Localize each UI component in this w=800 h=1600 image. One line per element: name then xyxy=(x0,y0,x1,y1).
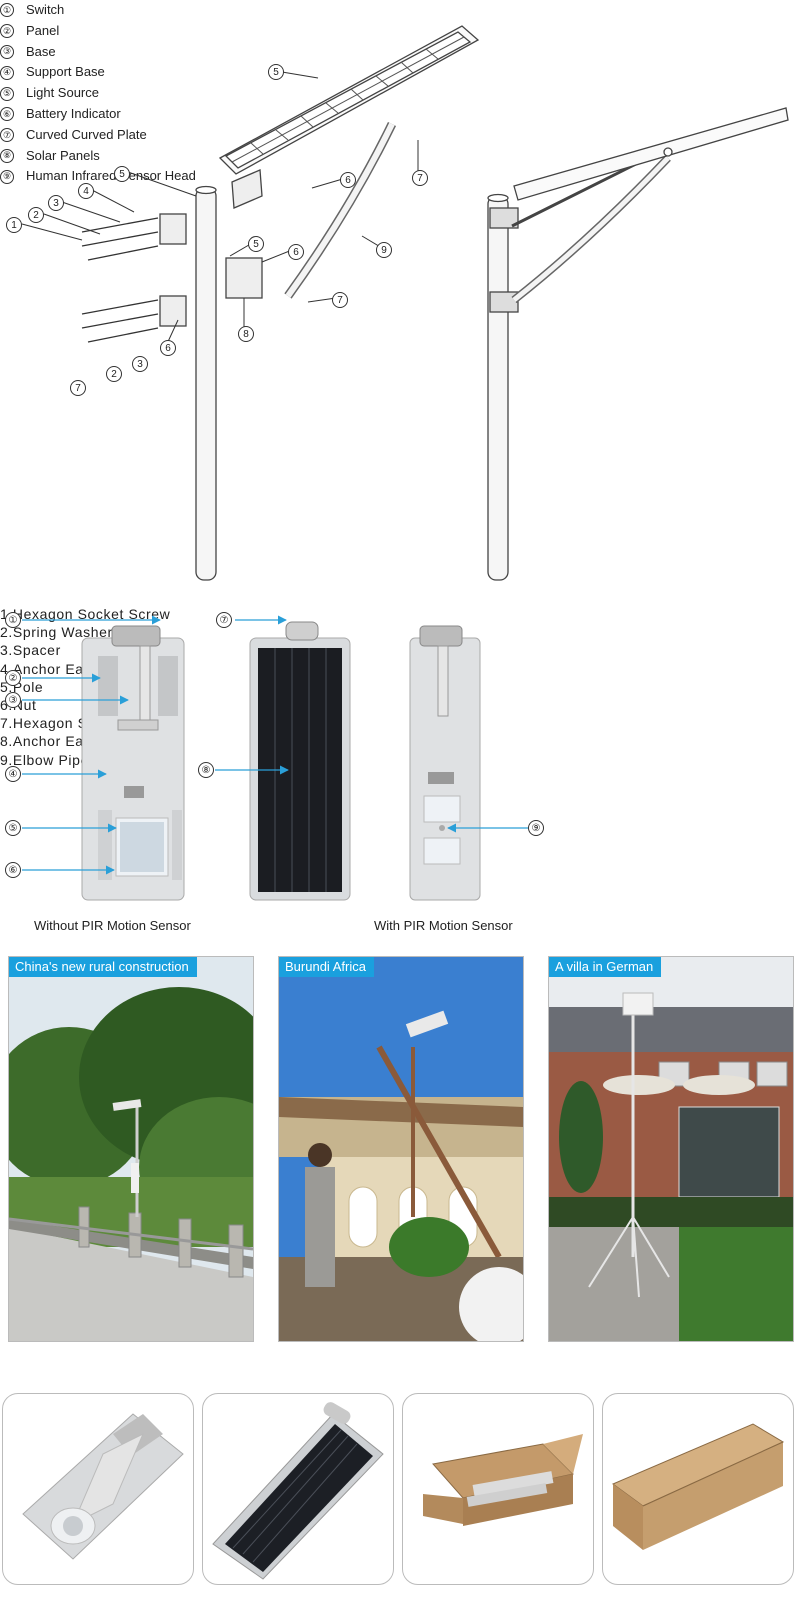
photo-burundi: Burundi Africa xyxy=(278,956,524,1342)
callout-3: 3 xyxy=(132,356,148,372)
thumb-box-closed-image xyxy=(611,1423,785,1550)
lamp-callout-4: ④ xyxy=(5,766,21,782)
component-num: ⑧ xyxy=(0,148,14,163)
component-item: ① Switch xyxy=(0,0,800,21)
thumb-lamp-back xyxy=(2,1393,194,1585)
callout-9: 9 xyxy=(376,242,392,258)
thumb-lamp-back-image xyxy=(22,1413,184,1560)
component-label: Support Base xyxy=(26,64,105,80)
component-item: ⑦ Curved Curved Plate xyxy=(0,125,800,146)
component-num: ② xyxy=(0,24,14,39)
photo-china-image xyxy=(9,957,253,1341)
component-item: ③ Base xyxy=(0,42,800,63)
exploded-drawing xyxy=(21,25,789,581)
lamp-callout-2: ② xyxy=(5,670,21,686)
callout-4: 4 xyxy=(78,183,94,199)
exploded-view: 5 5 4 3 2 1 6 6 5 9 7 7 8 6 3 2 7 1.Hexa… xyxy=(0,0,800,768)
part-item: 8.Anchor Ear2 xyxy=(0,733,98,750)
callout-5: 5 xyxy=(114,166,130,182)
callout-7: 7 xyxy=(412,170,428,186)
lamp-views: ① ② ③ ④ ⑤ ⑥ ⑦ ⑧ ⑨ Without PIR Motion Sen… xyxy=(0,600,800,940)
part-item: 3.Spacer xyxy=(0,642,61,659)
component-item: ⑤ Light Source xyxy=(0,83,800,104)
component-item: ⑧ Solar Panels xyxy=(0,146,800,167)
component-num: ⑤ xyxy=(0,86,14,101)
part-item: 1.Hexagon Socket Screw xyxy=(0,606,171,622)
photo-china: China's new rural construction xyxy=(8,956,254,1342)
component-item: ⑥ Battery Indicator xyxy=(0,104,800,125)
photo-tag: A villa in German xyxy=(549,957,662,977)
thumb-box-open-image xyxy=(423,1434,583,1526)
callout-8: 8 xyxy=(238,326,254,342)
components-legend: ① Switch ② Panel ③ Base ④ Support Base ⑤ Ligh… xyxy=(0,0,800,187)
callout-6: 6 xyxy=(340,172,356,188)
callout-7: 7 xyxy=(70,380,86,396)
component-label: Solar Panels xyxy=(26,147,100,163)
callout-7: 7 xyxy=(332,292,348,308)
lamp-callout-1: ① xyxy=(5,612,21,628)
part-item: 9.Elbow Pipe xyxy=(0,751,89,768)
component-label: Panel xyxy=(26,22,60,38)
component-num: ① xyxy=(0,3,14,18)
callout-3: 3 xyxy=(48,195,64,211)
photo-germany: A villa in German xyxy=(548,956,794,1342)
thumb-box-open xyxy=(402,1393,594,1585)
component-num: ③ xyxy=(0,44,14,59)
lamp-callout-6: ⑥ xyxy=(5,862,21,878)
caption-with-pir: With PIR Motion Sensor xyxy=(374,918,513,933)
component-num: ④ xyxy=(0,65,14,80)
callout-2: 2 xyxy=(106,366,122,382)
thumb-lamp-solar-image xyxy=(212,1402,384,1580)
component-num: ⑥ xyxy=(0,107,14,122)
callout-1: 1 xyxy=(6,217,22,233)
callout-5: 5 xyxy=(248,236,264,252)
component-label: Human Infrared Sensor Head xyxy=(26,168,196,184)
callout-5: 5 xyxy=(268,64,284,80)
component-num: ⑨ xyxy=(0,169,14,184)
lamp-callout-9: ⑨ xyxy=(528,820,544,836)
part-item: 2.Spring Washer xyxy=(0,624,113,641)
lamp-drawing xyxy=(22,615,528,901)
component-item: ② Panel xyxy=(0,21,800,42)
parts-legend: 1.Hexagon Socket Screw 2.Spring Washer 3… xyxy=(0,605,800,769)
component-label: Light Source xyxy=(26,85,99,101)
component-label: Battery Indicator xyxy=(26,105,121,121)
photo-tag: China's new rural construction xyxy=(9,957,197,977)
lamp-callout-8: ⑧ xyxy=(198,762,214,778)
callout-6: 6 xyxy=(160,340,176,356)
component-label: Base xyxy=(26,43,56,59)
photo-burundi-image xyxy=(279,957,523,1341)
photo-tag: Burundi Africa xyxy=(279,957,374,977)
lamp-callout-3: ③ xyxy=(5,692,21,708)
lamp-callout-7: ⑦ xyxy=(216,612,232,628)
lamp-callout-5: ⑤ xyxy=(5,820,21,836)
component-label: Curved Curved Plate xyxy=(26,126,147,142)
thumb-lamp-solar xyxy=(202,1393,394,1585)
thumb-box-closed xyxy=(602,1393,794,1585)
caption-without-pir: Without PIR Motion Sensor xyxy=(34,918,191,933)
component-label: Switch xyxy=(26,2,65,17)
callout-2: 2 xyxy=(28,207,44,223)
callout-6: 6 xyxy=(288,244,304,260)
component-num: ⑦ xyxy=(0,128,14,143)
part-item: 4.Anchor Ear xyxy=(0,660,89,677)
component-item: ④ Support Base xyxy=(0,62,800,83)
component-item: ⑨ Human Infrared Sensor Head xyxy=(0,166,800,187)
photo-germany-image xyxy=(549,957,793,1341)
